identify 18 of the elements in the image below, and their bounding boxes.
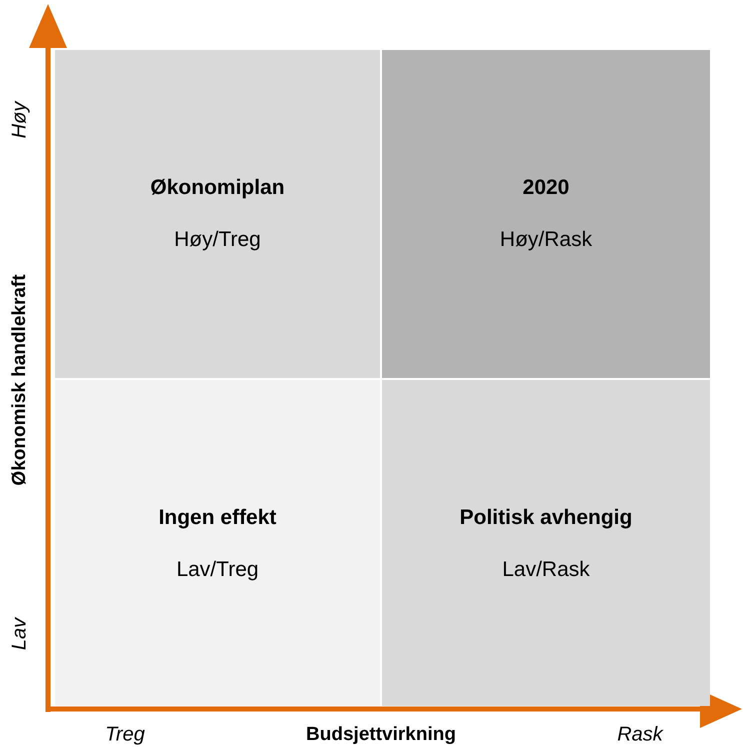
axis-title: Budsjettvirkning <box>306 724 456 746</box>
quadrant-box <box>382 50 710 378</box>
quadrant-title: Økonomiplan <box>149 176 286 200</box>
quadrant-title: 2020 <box>522 176 570 200</box>
axis-tick-label: Treg <box>105 724 145 746</box>
axis-tick-label: Lav <box>8 618 32 650</box>
quadrant-box <box>55 380 380 706</box>
axis-tick-label: Høy <box>8 102 32 138</box>
quadrant-subtitle: Lav/Treg <box>175 558 260 582</box>
quadrant-title: Politisk avhengig <box>458 506 634 530</box>
quadrant-box <box>382 380 710 706</box>
quadrant-subtitle: Høy/Rask <box>498 228 594 252</box>
axis-tick-label: Rask <box>617 724 663 746</box>
quadrant-box <box>55 50 380 378</box>
quadrant-subtitle: Lav/Rask <box>501 558 591 582</box>
axis-title: Økonomisk handlekraft <box>9 274 31 486</box>
quadrant-subtitle: Høy/Treg <box>173 228 262 252</box>
quadrant-title: Ingen effekt <box>158 506 278 530</box>
